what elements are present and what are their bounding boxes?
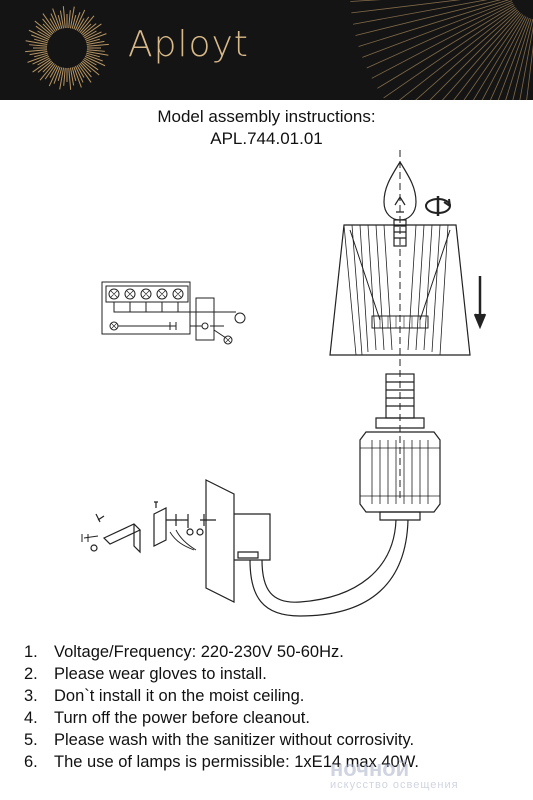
list-item: 3.Don`t install it on the moist ceiling. [24,687,305,705]
rotate-icon [425,196,452,216]
lamp-arm [249,519,409,617]
watermark: ночной искусство освещения [330,756,459,791]
bulb-icon [383,160,417,247]
list-item: 5.Please wash with the sanitizer without… [24,731,415,749]
list-item: 4.Turn off the power before cleanout. [24,709,310,727]
list-item: 6.The use of lamps is permissible: 1xE14… [24,753,419,771]
assembly-drawing [81,150,487,617]
list-item: 1.Voltage/Frequency: 220-230V 50-60Hz. [24,643,344,661]
wiring-diagram-icon [101,281,246,345]
lampshade [329,224,471,356]
specification-list: 1.Voltage/Frequency: 220-230V 50-60Hz. 2… [24,641,419,773]
sun-logo-icon [25,0,533,100]
cage-holder [359,431,441,521]
page-title: Model assembly instructions: [157,107,376,126]
wall-plate [205,479,271,603]
screw-icon [81,501,158,552]
socket [375,373,425,429]
brand-header: Aployt [0,0,533,100]
down-arrow-icon [473,276,487,330]
mounting-bracket [102,507,216,554]
model-number: APL.744.01.01 [210,129,323,148]
brand-logo: Aployt [128,24,249,65]
list-item: 2.Please wear gloves to install. [24,665,267,683]
